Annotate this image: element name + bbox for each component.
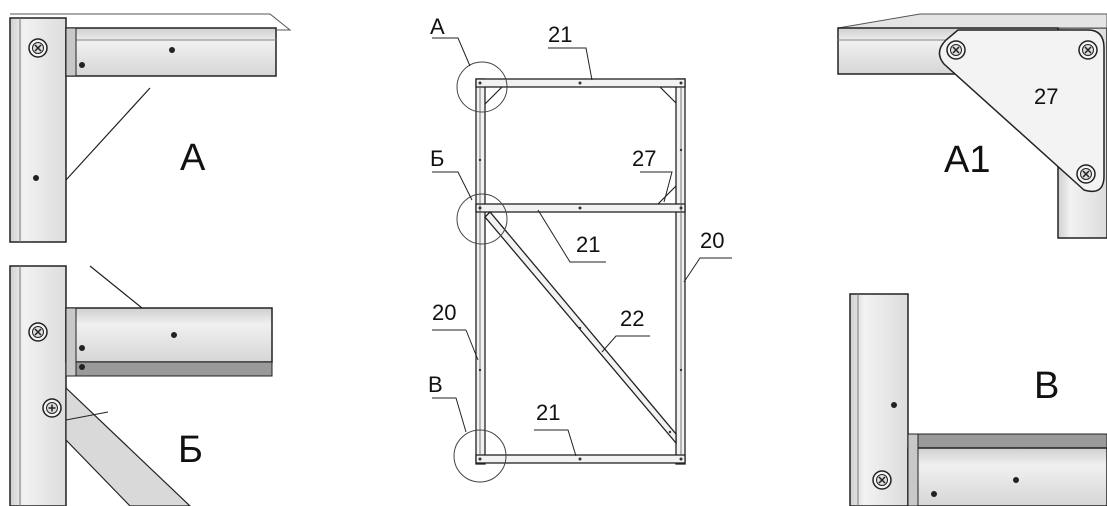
screw-icon [42, 398, 62, 418]
gussets [484, 86, 677, 205]
screw-icon [946, 40, 966, 60]
screw-icon [1078, 40, 1098, 60]
rivet-icon [169, 47, 175, 53]
detail-a1-label: А1 [944, 139, 990, 181]
rivet-icon [1013, 477, 1019, 483]
detail-v-label: В [1034, 365, 1059, 407]
detail-a1: 27 А1 [837, 13, 1107, 239]
screw-icon [28, 38, 48, 58]
rivet-icon [171, 332, 177, 338]
brace-line [65, 87, 151, 181]
screw-icon [872, 470, 892, 490]
detail-b: Б [9, 265, 273, 506]
left-post [475, 78, 486, 465]
main-frame [475, 78, 686, 465]
rivet-icon [79, 345, 85, 351]
detail-a: А [9, 13, 292, 243]
rivet-icon [33, 175, 39, 181]
detail-b-label: Б [178, 429, 203, 471]
rivet-icon [79, 62, 85, 68]
leader-lines [432, 37, 732, 457]
part-left-post-label: 20 [432, 300, 456, 325]
screw-icon [1076, 164, 1096, 184]
part-bottom-rail-label: 21 [536, 400, 560, 425]
detail-v: В [849, 293, 1107, 506]
part-right-post-label: 20 [700, 228, 724, 253]
right-post [675, 78, 686, 465]
part-gusset-label: 27 [632, 146, 656, 171]
callout-a-label: А [430, 14, 445, 39]
rivet-icon [931, 491, 937, 497]
part-middle-rail-label: 21 [576, 232, 600, 257]
rivet-icon [891, 402, 897, 408]
part-top-rail-label: 21 [548, 22, 572, 47]
detail-a-label: А [180, 137, 206, 179]
part-gusset-detail-label: 27 [1034, 84, 1058, 109]
screw-icon [28, 322, 48, 342]
gusset-plate [938, 29, 1105, 193]
callout-circles [453, 61, 508, 483]
callout-v-label: В [428, 372, 443, 397]
part-diagonal-label: 22 [620, 306, 644, 331]
rivet-icon [79, 364, 85, 370]
callout-b-label: Б [430, 146, 444, 171]
